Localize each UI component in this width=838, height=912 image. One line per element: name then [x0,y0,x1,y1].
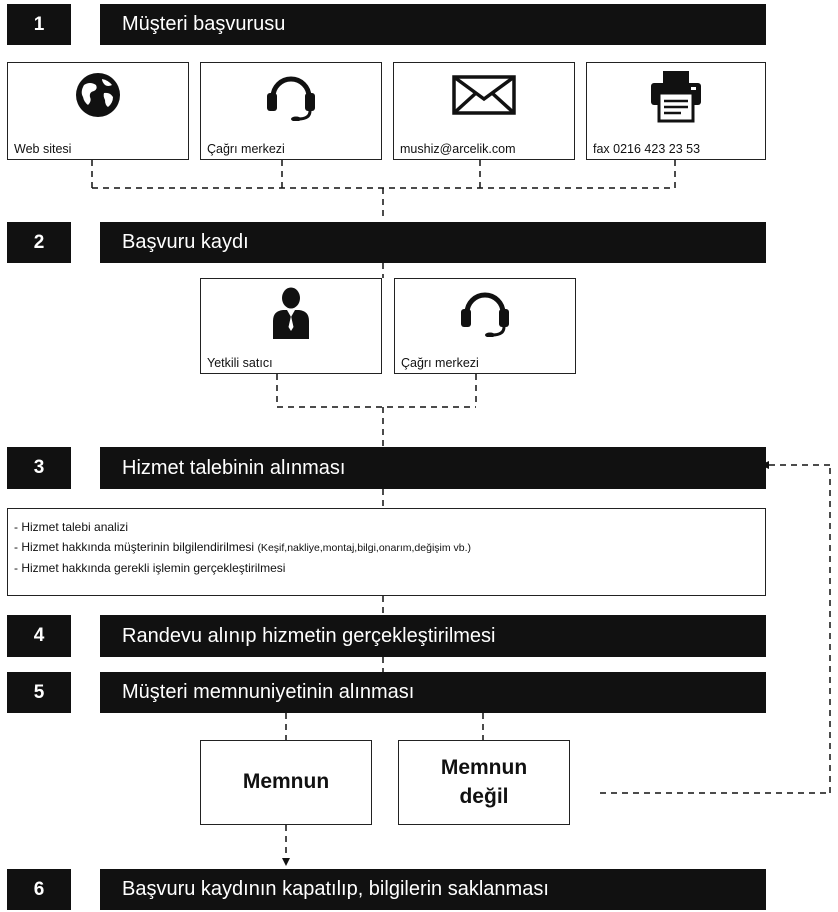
step-title: Hizmet talebinin alınması [100,447,766,489]
step-title: Başvuru kaydının kapatılıp, bilgilerin s… [100,869,766,910]
headset-icon [395,285,575,337]
channel-label: Web sitesi [14,142,72,156]
channel-card-callcenter: Çağrı merkezi [200,62,382,160]
list-item-text: - Hizmet hakkında müşterinin bilgilendir… [14,540,255,554]
outcome-label: Memnun [242,770,330,794]
step-title: Müşteri memnuniyetinin alınması [100,672,766,713]
outcome-label: değil [459,784,509,808]
registration-card-callcenter: Çağrı merkezi [394,278,576,374]
globe-icon [8,71,188,119]
step-number: 5 [7,672,71,713]
fax-icon [587,69,765,123]
list-item: - Hizmet hakkında müşterinin bilgilendir… [14,537,759,558]
list-item: - Hizmet hakkında gerekli işlemin gerçek… [14,561,286,575]
step-number: 1 [7,4,71,45]
step-number: 6 [7,869,71,910]
person-icon [201,287,381,339]
outcome-label: Memnun [440,756,528,780]
outcome-unsatisfied: Memnun değil [398,740,570,825]
registration-card-dealer: Yetkili satıcı [200,278,382,374]
channel-card-web: Web sitesi [7,62,189,160]
channel-label: fax 0216 423 23 53 [593,142,701,156]
channel-card-email: mushiz@arcelik.com [393,62,575,160]
step-title: Müşteri başvurusu [100,4,766,45]
envelope-icon [394,75,574,115]
step-title: Başvuru kaydı [100,222,766,263]
channel-card-fax: fax 0216 423 23 53 [586,62,766,160]
headset-icon [201,69,381,121]
channel-label: mushiz@arcelik.com [400,142,516,156]
step-number: 3 [7,447,71,489]
registration-label: Yetkili satıcı [207,356,273,370]
list-item-note: (Keşif,nakliye,montaj,bilgi,onarım,değiş… [257,542,472,554]
registration-label: Çağrı merkezi [401,356,479,370]
step-number: 4 [7,615,71,657]
outcome-satisfied: Memnun [200,740,372,825]
step-number: 2 [7,222,71,263]
list-item: - Hizmet talebi analizi [14,520,129,534]
service-details-list: - Hizmet talebi analizi - Hizmet hakkınd… [7,508,766,596]
channel-label: Çağrı merkezi [207,142,285,156]
step-title: Randevu alınıp hizmetin gerçekleştirilme… [100,615,766,657]
